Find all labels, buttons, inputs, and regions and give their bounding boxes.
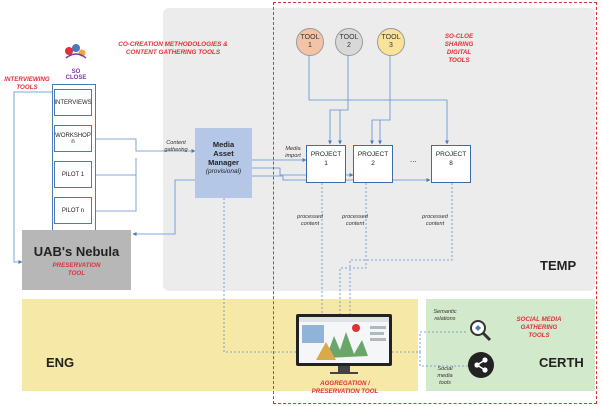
social-media-tools-label: Social media tools xyxy=(437,366,453,386)
project-1-num: 1 xyxy=(324,160,328,167)
socloe-heading: SO-CLOE SHARING DIGITAL TOOLS xyxy=(444,33,474,64)
aggregation-heading: AGGREGATION / PRESERVATION TOOL xyxy=(311,380,379,395)
certh-label: CERTH xyxy=(539,355,584,370)
project-2-label: PROJECT xyxy=(357,151,389,158)
interviews-box: INTERVIEWS xyxy=(54,89,92,116)
tool-1-label: TOOL xyxy=(300,34,320,41)
so-cloe-region-frame xyxy=(273,2,597,404)
media-import-label: Media import xyxy=(285,146,301,159)
tool-3-label: TOOL xyxy=(381,34,401,41)
processed-content-label-1: processed content xyxy=(297,214,323,227)
project-2-box: PROJECT 2 xyxy=(353,145,393,183)
processed-content-label-2: processed content xyxy=(342,214,368,227)
tool-1-num: 1 xyxy=(308,42,312,49)
monitor-icon xyxy=(296,314,392,374)
processed-content-label-3: processed content xyxy=(422,214,448,227)
tool-1-circle: TOOL 1 xyxy=(296,28,324,56)
tool-2-num: 2 xyxy=(347,42,351,49)
tool-3-num: 3 xyxy=(389,42,393,49)
temp-label: TEMP xyxy=(540,258,577,273)
project-1-box: PROJECT 1 xyxy=(306,145,346,183)
content-gathering-label: Content gathering xyxy=(164,140,188,153)
media-asset-manager-box: Media Asset Manager (provisional) xyxy=(195,128,252,198)
interviewing-heading: INTERVIEWING TOOLS xyxy=(4,76,50,91)
so-close-logo: SO CLOSE xyxy=(56,42,96,81)
semantic-search-icon xyxy=(468,318,492,342)
project-8-num: 8 xyxy=(449,160,453,167)
media-asset-title: Media Asset Manager xyxy=(208,140,239,167)
aggregation-tool-monitor xyxy=(296,314,392,374)
logo-text-top: SO xyxy=(71,69,81,75)
workshop-box: WORKSHOP n xyxy=(54,125,92,152)
logo-text-bottom: CLOSE xyxy=(65,75,87,81)
tool-2-label: TOOL xyxy=(339,34,359,41)
project-2-num: 2 xyxy=(371,160,375,167)
pilot-1-box: PILOT 1 xyxy=(54,161,92,188)
project-1-label: PROJECT xyxy=(310,151,342,158)
share-icon xyxy=(468,352,494,378)
semantic-relations-label: Semantic relations xyxy=(433,309,457,322)
pilot-n-box: PILOT n xyxy=(54,197,92,224)
project-8-box: PROJECT 8 xyxy=(431,145,471,183)
nebula-title: UAB's Nebula xyxy=(33,244,120,259)
nebula-box: UAB's Nebula PRESERVATION TOOL xyxy=(22,230,131,290)
eng-label: ENG xyxy=(46,355,75,370)
ellipsis-label: ... xyxy=(410,155,417,164)
certh-panel xyxy=(426,299,595,391)
logo-mark-icon xyxy=(65,44,87,59)
project-8-label: PROJECT xyxy=(435,151,467,158)
tool-2-circle: TOOL 2 xyxy=(335,28,363,56)
preservation-heading: PRESERVATION TOOL xyxy=(52,262,101,277)
tool-3-circle: TOOL 3 xyxy=(377,28,405,56)
media-asset-sub: (provisional) xyxy=(205,168,242,175)
social-media-heading: SOCIAL MEDIA GATHERING TOOLS xyxy=(516,316,562,339)
cocreation-heading: CO-CREATION METHODOLOGIES & CONTENT GATH… xyxy=(118,41,228,56)
